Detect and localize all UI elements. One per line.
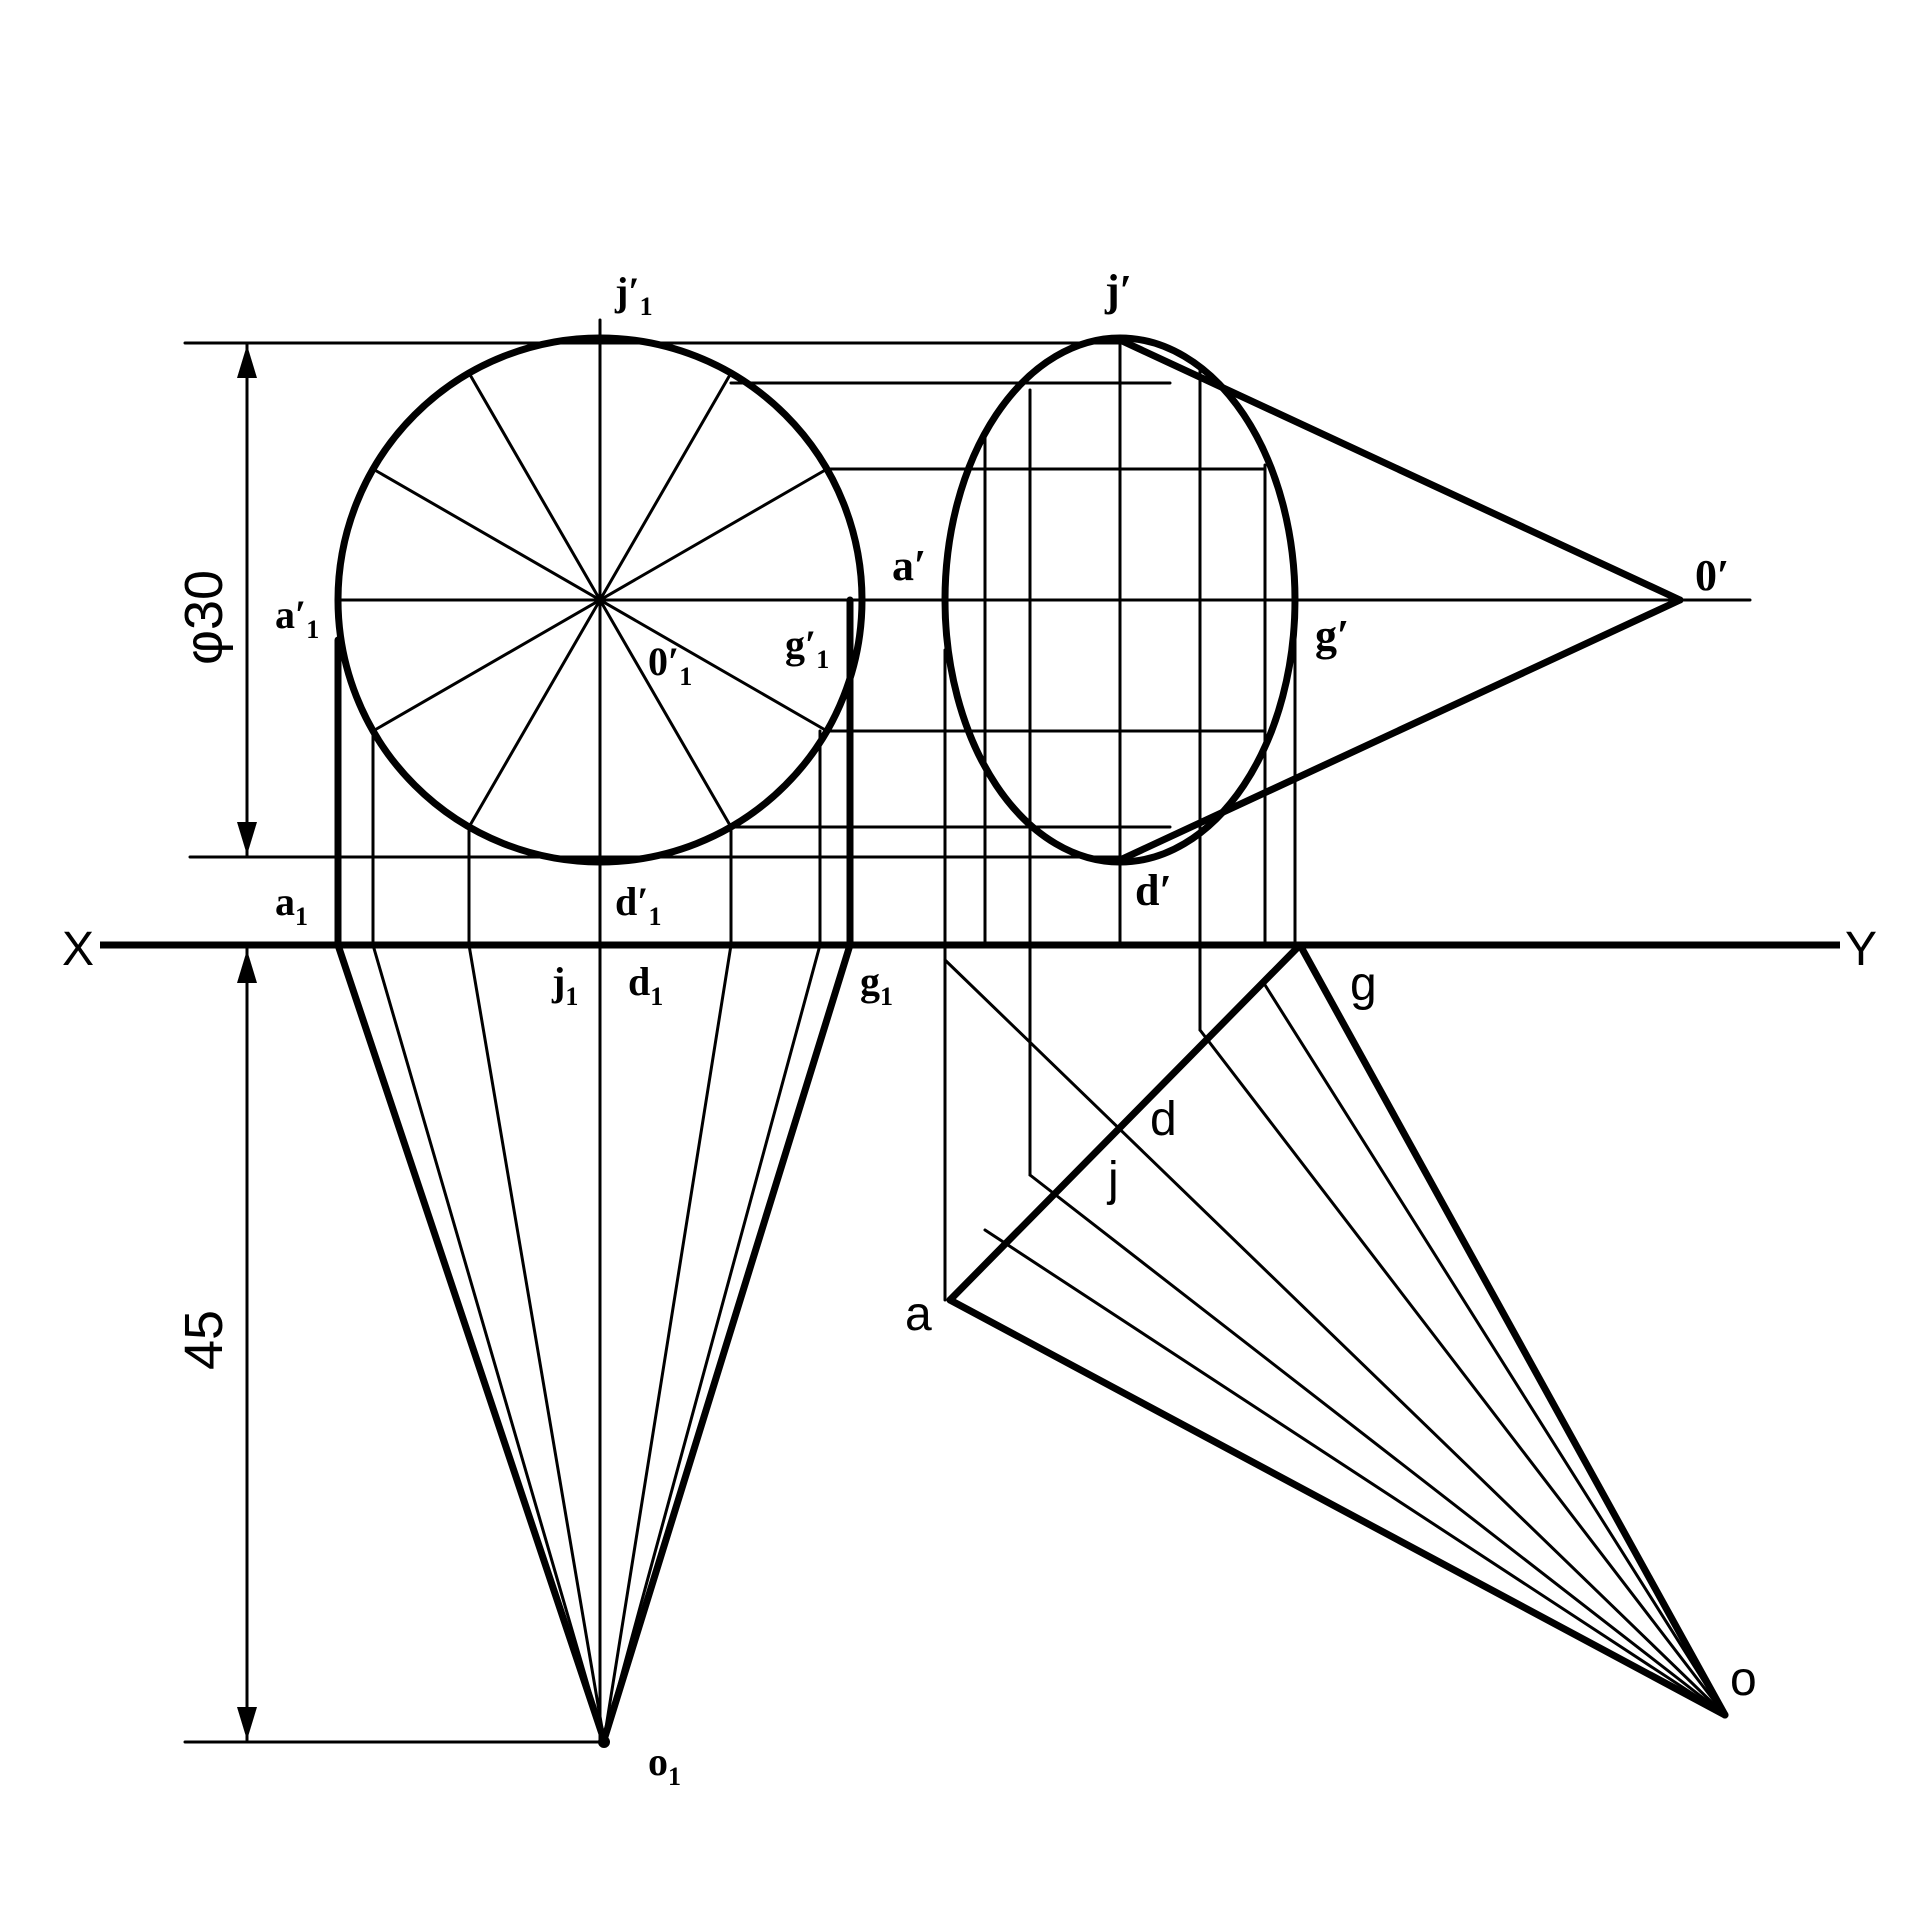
label-x: X [62, 923, 94, 976]
label-d: d [1150, 1093, 1177, 1146]
label-a1: a1 [275, 879, 308, 931]
cone-generator-bottom [1116, 596, 1684, 864]
left-projectors [371, 729, 822, 947]
label-j1: j1 [551, 959, 578, 1011]
circle-division-lines [336, 318, 864, 1742]
height-arrow-top [237, 950, 257, 983]
left-cone-plan [334, 941, 854, 1744]
label-d-prime: d′ [1135, 866, 1172, 915]
label-j1-prime: j′1 [614, 269, 653, 321]
dimension-diameter: φ30 [174, 570, 234, 665]
apex-point-o1 [598, 1736, 610, 1748]
height-arrow-bottom [237, 1707, 257, 1740]
label-d1-prime: d′1 [615, 879, 662, 931]
label-a1-prime: a′1 [275, 592, 319, 644]
label-o: o [1730, 1653, 1757, 1706]
label-d1: d1 [628, 959, 663, 1011]
right-cone-plan [943, 941, 1729, 1719]
diameter-arrow-top [237, 345, 257, 378]
label-g1: g1 [860, 959, 893, 1011]
horizontal-projectors [729, 381, 1752, 829]
cone-generator-top [1116, 336, 1684, 604]
dimension-height: 45 [174, 1310, 234, 1370]
label-y: Y [1845, 923, 1877, 976]
label-g-prime: g′ [1315, 611, 1349, 660]
label-g: g [1350, 958, 1377, 1011]
label-o1-prime: 0′1 [648, 639, 692, 691]
label-a-prime: a′ [892, 541, 926, 590]
label-o-prime: 0′ [1695, 551, 1729, 600]
diameter-arrow-bottom [237, 822, 257, 855]
label-a: a [905, 1288, 932, 1341]
label-g1-prime: g′1 [785, 622, 829, 674]
label-j-prime: j′ [1104, 266, 1132, 315]
ellipse-grid-lines [943, 338, 1297, 1302]
label-o1: o1 [648, 1739, 681, 1791]
label-j: j [1106, 1153, 1119, 1206]
